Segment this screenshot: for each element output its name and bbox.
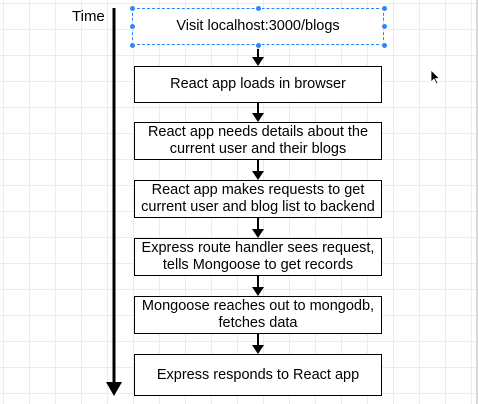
selection-handle-top-left[interactable] — [128, 4, 136, 12]
step-react-app-loads[interactable]: React app loads in browser — [134, 66, 382, 103]
selection-handle-top[interactable] — [254, 4, 262, 12]
selection-handle-bottom-left[interactable] — [128, 41, 136, 49]
time-axis-label: Time — [72, 8, 105, 25]
selection-handle-left[interactable] — [128, 23, 136, 30]
step-needs-user-details-text: React app needs details about the curren… — [147, 124, 369, 157]
selection-handle-bottom[interactable] — [254, 41, 262, 49]
step-express-route-handler[interactable]: Express route handler sees request, tell… — [134, 238, 382, 276]
mouse-cursor-icon — [430, 69, 441, 85]
connector-2-3[interactable] — [252, 102, 264, 122]
step-visit-url[interactable]: Visit localhost:3000/blogs — [132, 8, 384, 45]
step-visit-url-text: Visit localhost:3000/blogs — [176, 18, 340, 34]
connector-6-7[interactable] — [252, 334, 264, 354]
step-express-responds[interactable]: Express responds to React app — [134, 354, 382, 396]
canvas-right-border — [476, 0, 478, 404]
connector-4-5[interactable] — [252, 218, 264, 238]
step-makes-requests-text: React app makes requests to get current … — [141, 182, 375, 215]
time-axis-arrowhead — [106, 382, 122, 396]
selection-handle-bottom-right[interactable] — [380, 41, 388, 49]
selection-handle-top-right[interactable] — [380, 4, 388, 12]
step-react-app-loads-text: React app loads in browser — [170, 76, 346, 92]
step-needs-user-details[interactable]: React app needs details about the curren… — [134, 122, 382, 160]
step-makes-requests[interactable]: React app makes requests to get current … — [134, 180, 382, 218]
selection-handle-right[interactable] — [380, 23, 388, 30]
step-express-responds-text: Express responds to React app — [156, 366, 360, 383]
step-mongoose-fetches[interactable]: Mongoose reaches out to mongodb, fetches… — [134, 296, 382, 334]
connector-5-6[interactable] — [252, 276, 264, 296]
connector-3-4[interactable] — [252, 160, 264, 180]
step-mongoose-fetches-text: Mongoose reaches out to mongodb, fetches… — [141, 298, 375, 331]
step-express-route-handler-text: Express route handler sees request, tell… — [141, 240, 375, 273]
